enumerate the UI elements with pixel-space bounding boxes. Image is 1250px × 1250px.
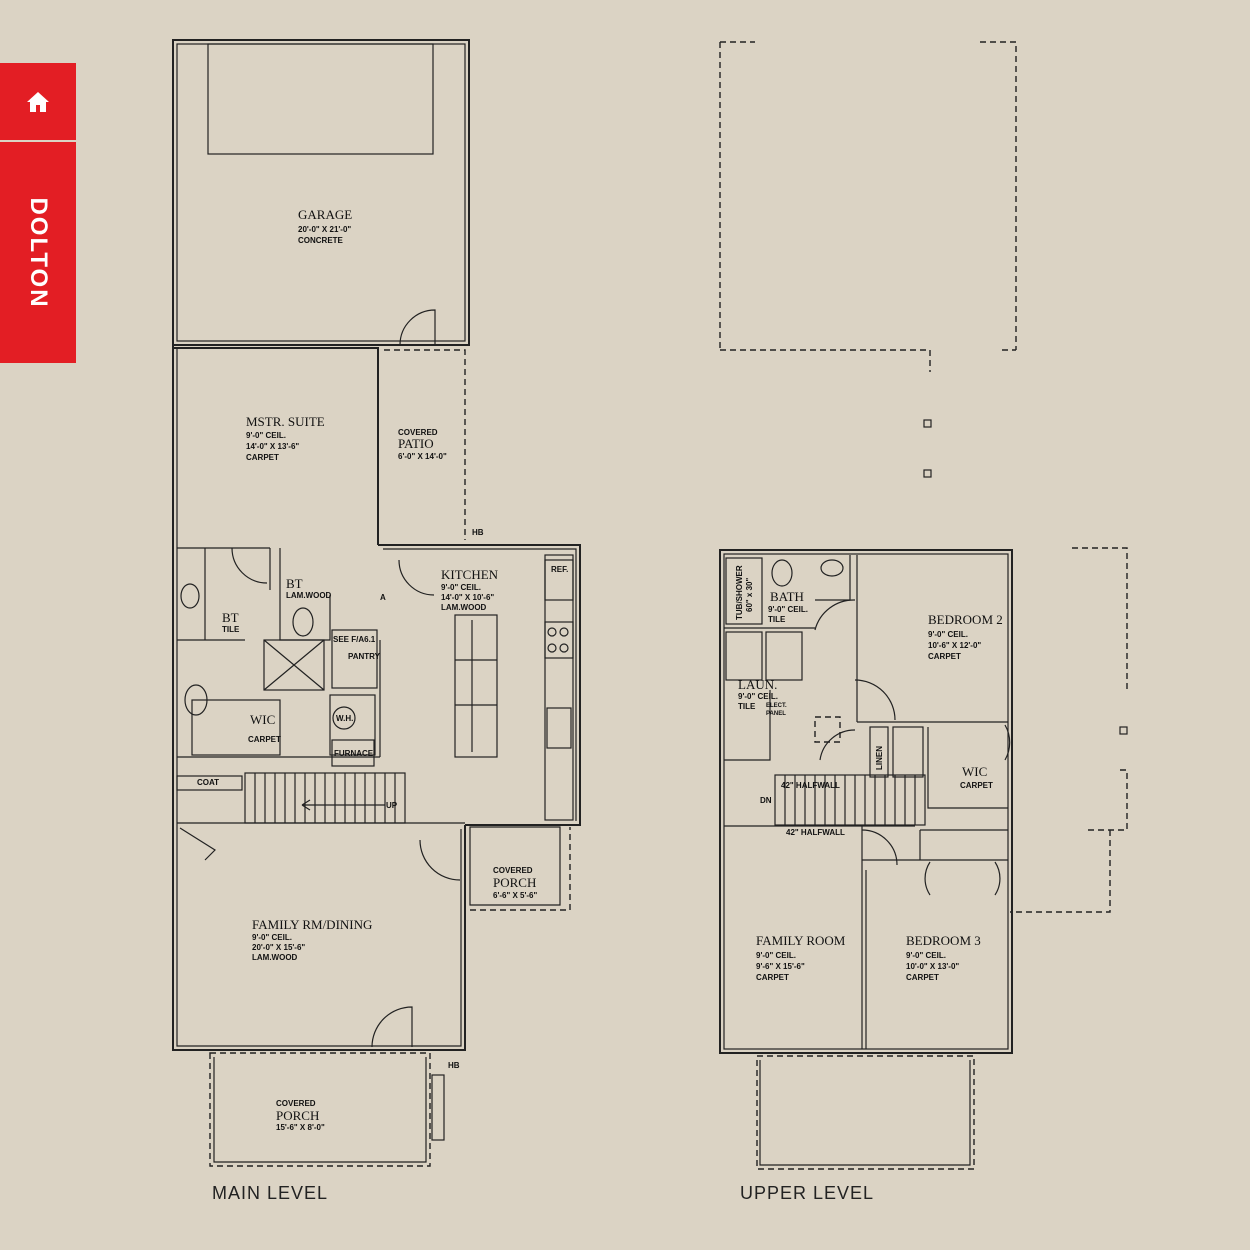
svg-text:TILE: TILE — [222, 625, 240, 634]
home-button[interactable] — [0, 63, 76, 140]
bath-1-label: BT — [286, 576, 303, 591]
svg-text:10'-6" X 12'-0": 10'-6" X 12'-0" — [928, 641, 981, 650]
svg-text:42" HALFWALL: 42" HALFWALL — [786, 828, 845, 837]
svg-text:CARPET: CARPET — [248, 735, 281, 744]
svg-text:PANEL: PANEL — [766, 711, 786, 717]
svg-text:LAM.WOOD: LAM.WOOD — [286, 591, 332, 600]
garage-walls — [172, 39, 470, 346]
kitchen-label: KITCHEN — [441, 567, 499, 582]
main-level-title: MAIN LEVEL — [212, 1183, 329, 1203]
svg-text:9'-6" X 15'-6": 9'-6" X 15'-6" — [756, 962, 805, 971]
upper-level-plan — [719, 41, 1128, 1170]
svg-text:CONCRETE: CONCRETE — [298, 236, 344, 245]
svg-text:9'-0" CEIL.: 9'-0" CEIL. — [928, 630, 968, 639]
garage-label: GARAGE — [298, 207, 352, 222]
bath-upper-label: BATH — [770, 589, 804, 604]
upper-level-walls — [719, 549, 1013, 1054]
master-suite-label: MSTR. SUITE — [246, 414, 325, 429]
svg-text:9'-0" CEIL.: 9'-0" CEIL. — [246, 431, 286, 440]
family-room-label: FAMILY ROOM — [756, 933, 846, 948]
furnace-label: FURNACE — [334, 749, 374, 758]
bedroom-3-label: BEDROOM 3 — [906, 933, 981, 948]
svg-text:LAM.WOOD: LAM.WOOD — [252, 953, 298, 962]
upper-level-title: UPPER LEVEL — [740, 1183, 875, 1203]
svg-text:9'-0" CEIL.: 9'-0" CEIL. — [738, 692, 778, 701]
svg-text:6'-0" X 14'-0": 6'-0" X 14'-0" — [398, 452, 447, 461]
svg-text:20'-0" X 15'-6": 20'-0" X 15'-6" — [252, 943, 305, 952]
svg-text:TILE: TILE — [768, 615, 786, 624]
svg-text:9'-0" CEIL.: 9'-0" CEIL. — [768, 605, 808, 614]
svg-text:CARPET: CARPET — [246, 453, 279, 462]
kitchen-island — [454, 614, 498, 758]
svg-text:14'-0" X 13'-6": 14'-0" X 13'-6" — [246, 442, 299, 451]
svg-text:HB: HB — [448, 1061, 460, 1070]
covered-porch-front-label: PORCH — [276, 1108, 319, 1123]
svg-text:6'-6" X 5'-6": 6'-6" X 5'-6" — [493, 891, 538, 900]
svg-text:42" HALFWALL: 42" HALFWALL — [781, 781, 840, 790]
ref-label: REF. — [551, 565, 568, 574]
family-dining-label: FAMILY RM/DINING — [252, 917, 372, 932]
svg-text:15'-6" X 8'-0": 15'-6" X 8'-0" — [276, 1123, 325, 1132]
laundry-label: LAUN. — [738, 677, 777, 692]
linen-label: LINEN — [875, 746, 884, 770]
svg-text:TILE: TILE — [738, 702, 756, 711]
svg-text:COVERED: COVERED — [398, 428, 438, 437]
svg-text:TUB/SHOWER: TUB/SHOWER — [735, 565, 744, 620]
svg-text:UP: UP — [386, 801, 398, 810]
svg-text:9'-0" CEIL.: 9'-0" CEIL. — [252, 933, 292, 942]
bedroom-2-label: BEDROOM 2 — [928, 612, 1003, 627]
bath-2-label: BT — [222, 610, 239, 625]
svg-text:COVERED: COVERED — [493, 866, 533, 875]
coat-label: COAT — [197, 778, 219, 787]
svg-text:ELECT.: ELECT. — [766, 703, 787, 709]
home-icon — [27, 91, 49, 112]
svg-text:60" x 30": 60" x 30" — [745, 578, 754, 612]
svg-text:CARPET: CARPET — [928, 652, 961, 661]
svg-text:SEE F/A6.1: SEE F/A6.1 — [333, 635, 376, 644]
pantry-label: PANTRY — [348, 652, 381, 661]
svg-text:HB: HB — [472, 528, 484, 537]
svg-text:COVERED: COVERED — [276, 1099, 316, 1108]
svg-text:10'-0" X 13'-0": 10'-0" X 13'-0" — [906, 962, 959, 971]
svg-text:DN: DN — [760, 796, 772, 805]
svg-text:9'-0" CEIL.: 9'-0" CEIL. — [441, 583, 481, 592]
svg-text:CARPET: CARPET — [756, 973, 789, 982]
wic-upper-label: WIC — [962, 764, 987, 779]
svg-text:20'-0" X 21'-0": 20'-0" X 21'-0" — [298, 225, 351, 234]
svg-text:9'-0" CEIL.: 9'-0" CEIL. — [906, 951, 946, 960]
plan-name-tab[interactable]: DOLTON — [0, 142, 76, 363]
garage-door-outline — [207, 43, 434, 155]
svg-text:CARPET: CARPET — [960, 781, 993, 790]
covered-porch-side-label: PORCH — [493, 875, 536, 890]
svg-text:W.H.: W.H. — [336, 714, 353, 723]
main-level-plan — [172, 39, 581, 1167]
svg-text:14'-0" X 10'-6": 14'-0" X 10'-6" — [441, 593, 494, 602]
covered-patio-label: PATIO — [398, 436, 434, 451]
svg-text:CARPET: CARPET — [906, 973, 939, 982]
wic-main-label: WIC — [250, 712, 275, 727]
svg-text:9'-0" CEIL.: 9'-0" CEIL. — [756, 951, 796, 960]
svg-text:A: A — [380, 593, 386, 602]
svg-text:LAM.WOOD: LAM.WOOD — [441, 603, 487, 612]
